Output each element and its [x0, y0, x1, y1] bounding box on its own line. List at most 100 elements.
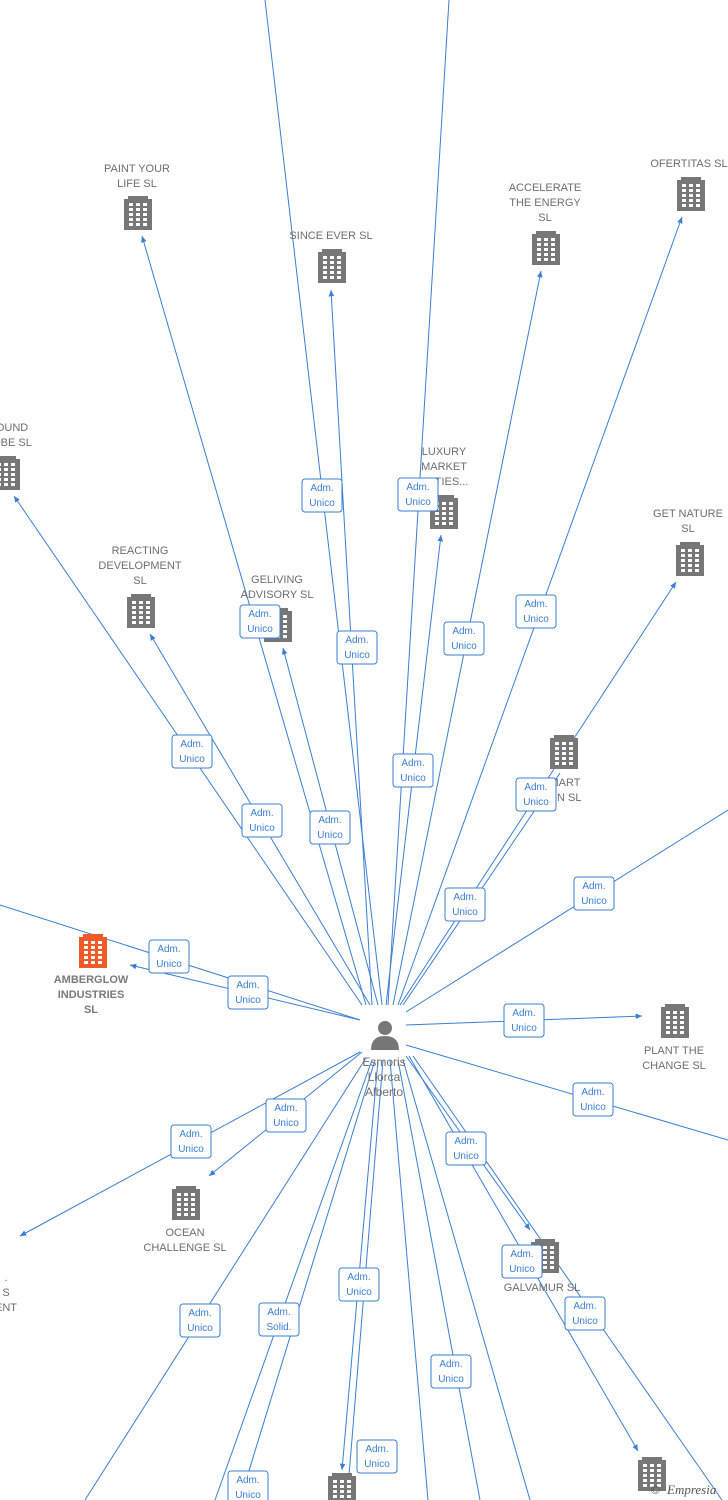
- person-body-icon: [371, 1036, 399, 1050]
- edge-label[interactable]: Adm.Unico: [573, 876, 615, 911]
- building-icon[interactable]: [318, 249, 346, 283]
- edge-label[interactable]: Adm.Unico: [179, 1303, 221, 1338]
- edge-label[interactable]: Adm.Unico: [227, 1470, 269, 1500]
- edge-label[interactable]: Adm.Unico: [227, 975, 269, 1010]
- edge-label[interactable]: Adm.Unico: [444, 887, 486, 922]
- edge-label[interactable]: Adm.Unico: [241, 803, 283, 838]
- building-icon[interactable]: [328, 1473, 356, 1500]
- edge-label-text: Adm.: [248, 609, 271, 620]
- company-label: GELIVING: [251, 574, 303, 586]
- building-roof: [665, 1004, 685, 1008]
- building-icon[interactable]: [127, 594, 155, 628]
- building-window: [184, 1213, 188, 1216]
- company-node[interactable]: SINCE EVER SL: [289, 230, 373, 283]
- edge-label[interactable]: Adm.Unico: [265, 1098, 307, 1133]
- building-window: [696, 184, 700, 187]
- edge-label[interactable]: Adm.Unico: [301, 478, 343, 513]
- building-window: [340, 1480, 344, 1483]
- edge-label[interactable]: Adm.Unico: [443, 621, 485, 656]
- edge-label-text: Unico: [344, 650, 370, 661]
- company-node[interactable]: .SENT: [0, 1233, 17, 1314]
- building-window: [435, 517, 439, 520]
- building-window: [442, 502, 446, 505]
- building-icon[interactable]: [532, 231, 560, 265]
- building-window: [340, 1485, 344, 1488]
- edge-label[interactable]: Adm.Unico: [239, 604, 281, 639]
- building-icon[interactable]: [550, 735, 578, 769]
- edge-label[interactable]: Adm.Solid.: [258, 1302, 300, 1337]
- edge-label[interactable]: Adm.Unico: [170, 1124, 212, 1159]
- edge-label[interactable]: Adm.Unico: [515, 777, 557, 812]
- building-window: [330, 276, 334, 279]
- building-icon[interactable]: [677, 177, 705, 211]
- building-window: [340, 1490, 344, 1493]
- building-window: [650, 1464, 654, 1467]
- edge-label[interactable]: Adm.Unico: [503, 1003, 545, 1038]
- edge-label[interactable]: Adm.Unico: [171, 734, 213, 769]
- building-window: [283, 625, 287, 628]
- building-window: [673, 1021, 677, 1024]
- building-icon[interactable]: [676, 542, 704, 576]
- edge-label-box: [430, 1354, 472, 1389]
- edge-label[interactable]: Adm.Unico: [515, 594, 557, 629]
- edge-label[interactable]: Adm.Unico: [501, 1244, 543, 1279]
- building-window: [696, 194, 700, 197]
- edge-label-text: Unico: [346, 1287, 372, 1298]
- edge-line: [214, 1059, 373, 1500]
- building-window: [177, 1193, 181, 1196]
- copyright-logo: © Empresia: [650, 1482, 717, 1497]
- company-label: SL: [133, 575, 146, 587]
- edge-label[interactable]: Adm.Unico: [309, 810, 351, 845]
- building-window: [643, 1479, 647, 1482]
- edge-label-text: Unico: [309, 498, 335, 509]
- building-window: [449, 502, 453, 505]
- company-node[interactable]: OUNDOBE SL: [0, 422, 32, 490]
- company-node[interactable]: [328, 1473, 356, 1500]
- building-roof: [332, 1473, 352, 1477]
- building-roof: [554, 735, 574, 739]
- building-window: [330, 271, 334, 274]
- edge-label[interactable]: Adm.Unico: [430, 1354, 472, 1389]
- building-icon[interactable]: [124, 196, 152, 230]
- building-window: [551, 248, 555, 251]
- building-window: [442, 507, 446, 510]
- building-window: [184, 1198, 188, 1201]
- building-window: [543, 1256, 547, 1259]
- building-icon[interactable]: [661, 1004, 689, 1038]
- building-window: [555, 762, 559, 765]
- building-window: [550, 1266, 554, 1269]
- building-window: [569, 747, 573, 750]
- building-window: [657, 1469, 661, 1472]
- edge-label[interactable]: Adm.Unico: [338, 1267, 380, 1302]
- edge-label[interactable]: Adm.Unico: [356, 1439, 398, 1474]
- edge-label[interactable]: Adm.Unico: [392, 753, 434, 788]
- edge-label[interactable]: Adm.Unico: [572, 1082, 614, 1117]
- company-node[interactable]: OFERTITAS SL: [650, 158, 728, 211]
- building-window: [537, 248, 541, 251]
- edge-label[interactable]: Adm.Unico: [148, 939, 190, 974]
- building-icon[interactable]: [79, 934, 107, 968]
- company-node[interactable]: [638, 1457, 666, 1491]
- building-icon[interactable]: [0, 456, 20, 490]
- building-body: [0, 459, 20, 490]
- building-icon[interactable]: [172, 1186, 200, 1220]
- edge-label[interactable]: Adm.Unico: [445, 1131, 487, 1166]
- edge-label[interactable]: Adm.Unico: [336, 630, 378, 665]
- building-icon[interactable]: [638, 1457, 666, 1491]
- edge-label[interactable]: Adm.Unico: [397, 477, 439, 512]
- edge-label[interactable]: Adm.Unico: [564, 1296, 606, 1331]
- building-icon[interactable]: [430, 495, 458, 529]
- edge-label-box: [239, 604, 281, 639]
- building-window: [139, 616, 143, 619]
- edge-label-text: Unico: [511, 1023, 537, 1034]
- building-window: [682, 189, 686, 192]
